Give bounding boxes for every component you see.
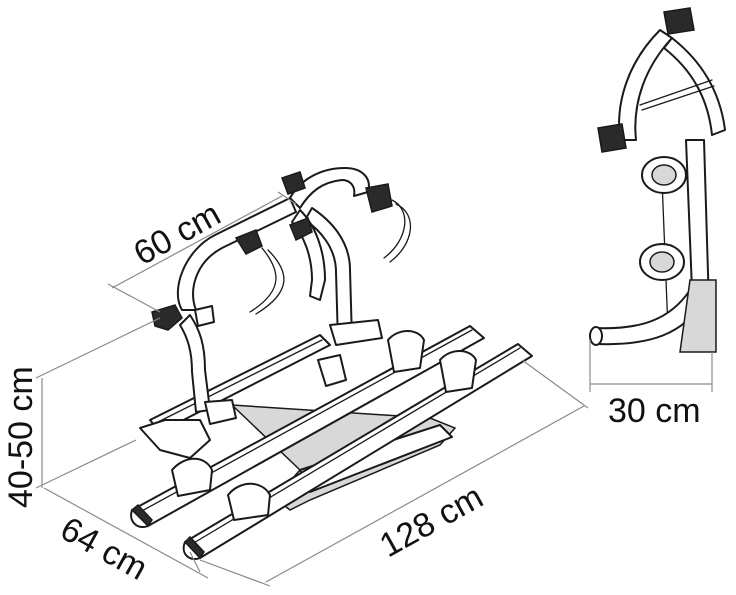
wheel-holder-3 xyxy=(387,330,425,373)
side-rail-bracket xyxy=(679,279,717,353)
arm-clamp-4 xyxy=(365,183,393,213)
rack-perspective-view xyxy=(130,167,533,560)
dim-label-30: 30 cm xyxy=(608,392,701,430)
dimension-lines xyxy=(35,191,713,587)
side-top-clamp xyxy=(663,7,695,35)
strap-2 xyxy=(255,249,285,315)
left-foot-mount-2 xyxy=(204,399,237,425)
wheel-holder-1 xyxy=(171,457,213,497)
dim-height-ext-bottom xyxy=(35,439,137,489)
left-clamp-knob xyxy=(194,305,215,327)
arch-frame-left-leg xyxy=(176,197,297,311)
side-arch-outer xyxy=(663,37,726,136)
dim-64-line xyxy=(43,487,209,579)
rack-side-view xyxy=(589,7,726,353)
wheel-holder-4 xyxy=(439,350,477,393)
arm-clamp-2 xyxy=(289,217,313,242)
dim-128-ext-right xyxy=(521,359,589,409)
arm-clamp-1 xyxy=(234,229,263,255)
dim-height-ext-top xyxy=(35,317,161,379)
wheel-rail-back xyxy=(182,343,533,560)
center-bracket xyxy=(317,354,347,387)
wheel-holder-2 xyxy=(227,482,271,521)
side-wheel-holder-top-inner xyxy=(651,164,677,186)
right-bracket xyxy=(329,319,383,346)
dim-label-height: 40-50 cm xyxy=(2,366,40,508)
left-foot-mount xyxy=(139,419,211,459)
left-upright xyxy=(179,314,211,413)
side-wheel-holder-bottom-inner xyxy=(649,251,675,273)
wheel-rail-front-shade xyxy=(130,503,153,528)
side-arch-brace-2 xyxy=(641,85,715,111)
dim-128-ext-left xyxy=(199,559,271,587)
side-base-end xyxy=(589,326,603,346)
dim-60-ext-right xyxy=(277,191,297,205)
wheel-rail-front xyxy=(130,325,485,528)
dim-60-line xyxy=(111,195,283,289)
side-arch xyxy=(618,29,673,141)
dim-60-ext-left xyxy=(107,283,161,313)
side-clamp-left xyxy=(597,123,627,153)
back-bar-shade xyxy=(151,339,323,426)
strap-1 xyxy=(249,247,277,313)
strap-4 xyxy=(389,203,411,263)
arm-clamp-3 xyxy=(281,171,306,195)
strap-3 xyxy=(383,199,406,259)
dim-128-line xyxy=(265,405,585,583)
dim-label-60: 60 cm xyxy=(127,195,226,273)
dim-64-ext xyxy=(189,551,201,573)
wheel-rail-back-shade xyxy=(183,535,205,560)
arch-frame-top xyxy=(289,167,370,209)
left-clamp xyxy=(151,304,183,331)
side-arch-brace xyxy=(639,79,713,106)
